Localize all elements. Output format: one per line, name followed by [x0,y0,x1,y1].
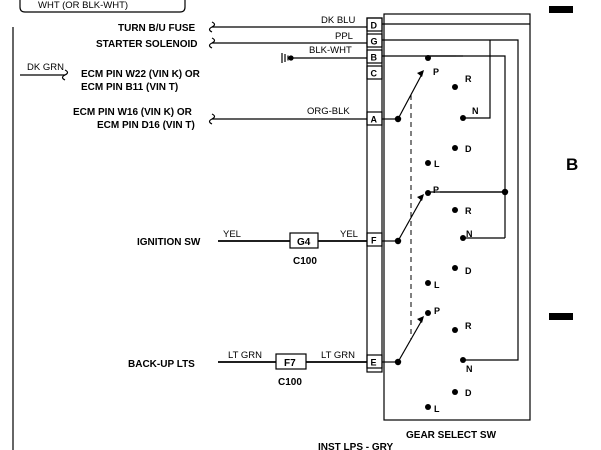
wire-color-lt-grn-left: LT GRN [228,350,262,361]
connector-c100-upper: C100 [293,256,317,267]
pos-d-3: D [465,388,472,398]
pos-n-2: N [466,229,473,239]
wire-ignition-sw: IGNITION SW YEL G4 YEL C100 [137,229,402,267]
label-ecm-d16: ECM PIN D16 (VIN T) [97,120,195,131]
top-wire-label: WHT (OR BLK-WHT) [38,0,128,11]
connector-pins: D G B C A F E [366,17,383,369]
page-letter: B [566,155,578,174]
label-turn-bu-fuse: TURN B/U FUSE [118,23,196,34]
wire-color-yel-left: YEL [223,229,241,240]
label-dk-grn: DK GRN [27,62,64,73]
pin-f: F [371,236,377,246]
margin-mark-top [549,6,573,13]
pos-p-1: P [433,67,439,77]
pos-r-2: R [465,206,472,216]
margin-mark-bottom [549,313,573,320]
fuse-f7-label: F7 [284,358,296,369]
pin-a: A [371,115,378,125]
label-ecm-b11: ECM PIN B11 (VIN T) [81,82,178,93]
pin-g: G [371,37,378,47]
wire-turn-bu-fuse: TURN B/U FUSE DK BLU [118,15,530,34]
wire-color-blk-wht: BLK-WHT [309,45,352,56]
pos-p-2: P [433,185,439,195]
pos-p-3: P [434,306,440,316]
label-ecm-w16: ECM PIN W16 (VIN K) OR [73,107,193,118]
pos-l-3: L [434,404,440,414]
wire-color-org-blk: ORG-BLK [307,106,350,117]
gear-select-switch-box [383,13,531,421]
wire-ecm-w16: ECM PIN W16 (VIN K) OR ECM PIN D16 (VIN … [73,106,402,131]
wire-color-yel-right: YEL [340,229,358,240]
pos-n-3: N [466,364,473,374]
wire-starter-solenoid: STARTER SOLENOID PPL [96,31,519,361]
label-ecm-w22: ECM PIN W22 (VIN K) OR [81,69,201,80]
wire-color-ppl: PPL [335,31,353,42]
wire-backup-lts: BACK-UP LTS LT GRN F7 LT GRN C100 [128,350,402,388]
gear-select-switch-title: GEAR SELECT SW [406,430,497,441]
pin-c: C [371,69,378,79]
pos-r-3: R [465,321,472,331]
pos-r-1: R [465,74,472,84]
label-backup-lts: BACK-UP LTS [128,359,195,370]
top-wire-box: WHT (OR BLK-WHT) [19,0,186,13]
wire-color-lt-grn-right: LT GRN [321,350,355,361]
switch-section-1: P R N D L [397,40,491,169]
pos-n-1: N [472,106,479,116]
fuse-g4-label: G4 [297,237,311,248]
pos-d-1: D [465,144,472,154]
label-starter-solenoid: STARTER SOLENOID [96,39,197,50]
pin-b: B [371,53,378,63]
switch-section-2: P R N D L [397,185,506,290]
pos-l-1: L [434,159,440,169]
connector-c100-lower: C100 [278,377,302,388]
wire-color-dk-blu: DK BLU [321,15,355,26]
pin-e: E [371,358,377,368]
inst-lps-label: INST LPS - GRY [318,442,394,450]
pos-d-2: D [465,266,472,276]
label-ignition-sw: IGNITION SW [137,237,201,248]
wire-ecm-w22: DK GRN ECM PIN W22 (VIN K) OR ECM PIN B1… [20,62,201,93]
pin-d: D [371,21,378,31]
pos-l-2: L [434,280,440,290]
switch-section-3: P R N D L [397,306,473,414]
